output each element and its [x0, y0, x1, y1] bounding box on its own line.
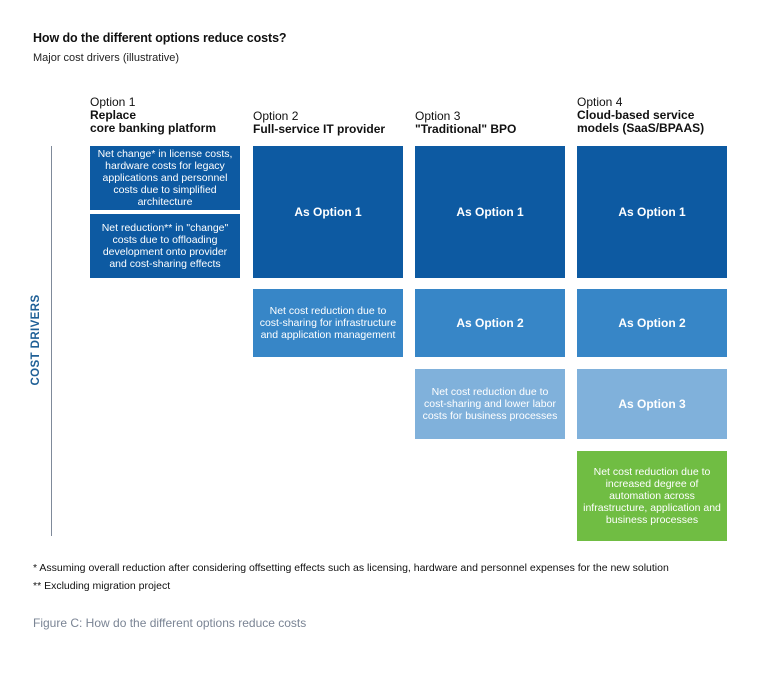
- box-text: Net cost reduction due to cost-sharing a…: [422, 386, 558, 422]
- option-name-line: Replace: [90, 108, 137, 122]
- chart-title: How do the different options reduce cost…: [33, 31, 287, 45]
- axis-label: COST DRIVERS: [30, 294, 42, 386]
- box-text: Net reduction** in "change" costs due to…: [101, 222, 229, 270]
- footnote-2: ** Excluding migration project: [33, 580, 171, 592]
- column-header-option-2: Option 2 Full-service IT provider: [253, 110, 413, 136]
- cost-drivers-axis: [22, 146, 52, 536]
- cost-driver-box-o3-as-option-1: As Option 1: [415, 146, 565, 278]
- option-number: Option 3: [415, 109, 461, 123]
- cost-driver-box-o1-change: Net reduction** in "change" costs due to…: [90, 214, 240, 278]
- option-name-line: Full-service IT provider: [253, 122, 386, 136]
- box-text: As Option 2: [618, 316, 686, 330]
- cost-driver-box-o4-as-option-3: As Option 3: [577, 369, 727, 439]
- option-number: Option 2: [253, 109, 299, 123]
- column-header-option-4: Option 4 Cloud-based service models (Saa…: [577, 96, 737, 135]
- box-text: As Option 1: [456, 205, 524, 219]
- box-text: As Option 3: [618, 397, 686, 411]
- cost-driver-box-o4-as-option-2: As Option 2: [577, 289, 727, 357]
- cost-driver-box-o2-as-option-1: As Option 1: [253, 146, 403, 278]
- cost-driver-box-o3-as-option-2: As Option 2: [415, 289, 565, 357]
- option-name-line: "Traditional" BPO: [415, 122, 517, 136]
- box-text: As Option 1: [618, 205, 686, 219]
- axis-line: [51, 146, 52, 536]
- cost-driver-box-o1-license: Net change* in license costs, hardware c…: [90, 146, 240, 210]
- figure-caption: Figure C: How do the different options r…: [33, 616, 307, 630]
- cost-driver-box-o4-automation: Net cost reduction due to increased degr…: [577, 451, 727, 541]
- option-name-line: core banking platform: [90, 121, 217, 135]
- cost-driver-box-o2-cost-sharing: Net cost reduction due to cost-sharing f…: [253, 289, 403, 357]
- column-header-option-1: Option 1 Replace core banking platform: [90, 96, 250, 135]
- option-number: Option 4: [577, 95, 623, 109]
- box-text: As Option 1: [294, 205, 362, 219]
- column-header-option-3: Option 3 "Traditional" BPO: [415, 110, 575, 136]
- box-text: Net cost reduction due to cost-sharing f…: [259, 305, 397, 341]
- option-number: Option 1: [90, 95, 136, 109]
- cost-driver-box-o4-as-option-1: As Option 1: [577, 146, 727, 278]
- box-text: As Option 2: [456, 316, 524, 330]
- option-name-line: models (SaaS/BPAAS): [577, 121, 705, 135]
- cost-driver-box-o3-labor: Net cost reduction due to cost-sharing a…: [415, 369, 565, 439]
- box-text: Net cost reduction due to increased degr…: [583, 466, 721, 526]
- footnote-1: * Assuming overall reduction after consi…: [33, 562, 669, 574]
- chart-subtitle: Major cost drivers (illustrative): [33, 52, 180, 64]
- box-text: Net change* in license costs, hardware c…: [97, 148, 233, 208]
- option-name-line: Cloud-based service: [577, 108, 695, 122]
